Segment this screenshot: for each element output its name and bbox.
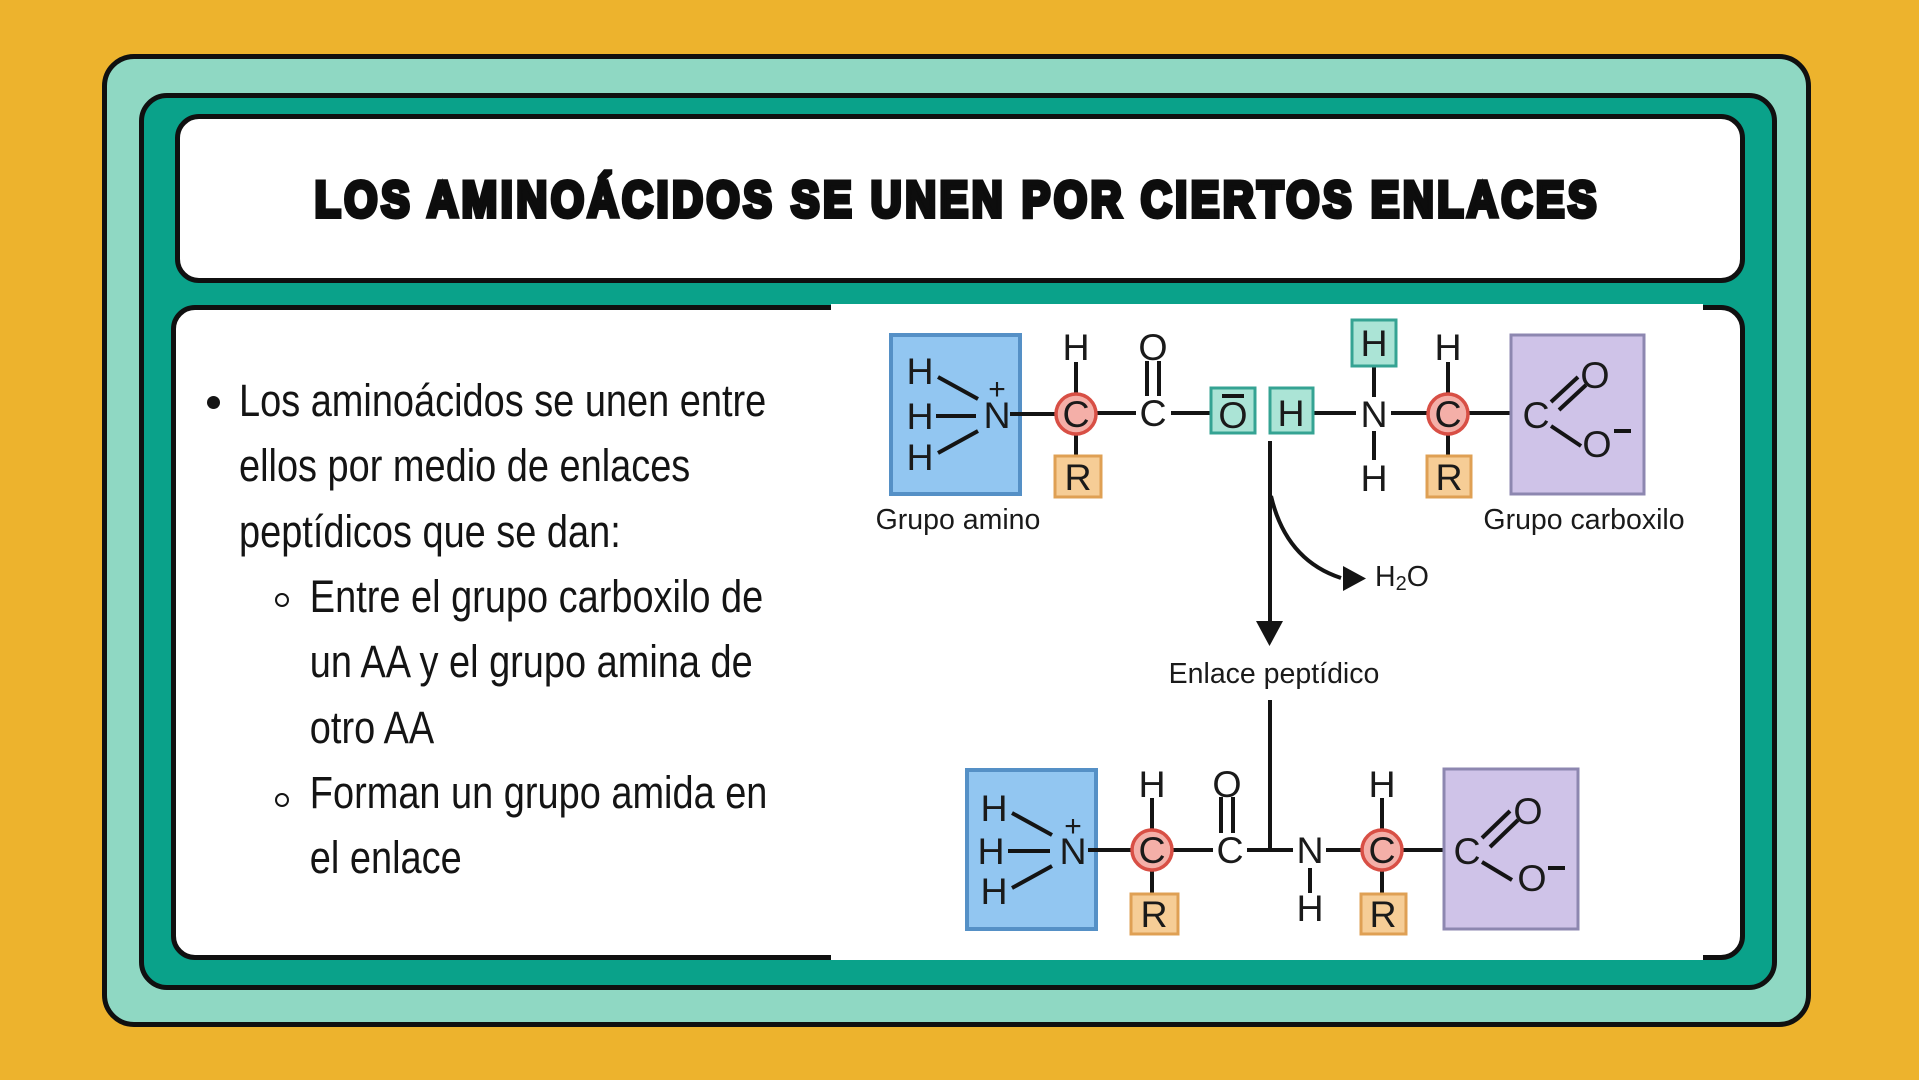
svg-text:C: C [1062,393,1089,435]
svg-text:R: R [1369,893,1396,935]
svg-text:H: H [906,395,933,437]
svg-text:O: O [1513,790,1542,832]
svg-text:H: H [1138,763,1165,805]
svg-text:O: O [1580,354,1609,396]
svg-text:+: + [1064,810,1082,843]
svg-text:R: R [1435,456,1462,498]
svg-text:H: H [906,436,933,478]
svg-text:C: C [1522,394,1549,436]
svg-text:N: N [1059,830,1086,872]
svg-text:H: H [1296,887,1323,929]
svg-text:C: C [1453,830,1480,872]
svg-text:H: H [1368,763,1395,805]
svg-text:O: O [1212,763,1241,805]
svg-text:H2O: H2O [1375,561,1429,595]
svg-text:H: H [980,787,1007,829]
svg-text:O: O [1582,423,1611,465]
svg-text:N: N [1360,393,1387,435]
svg-text:R: R [1140,893,1167,935]
svg-text:C: C [1138,829,1165,871]
svg-text:H: H [977,830,1004,872]
svg-text:H: H [1062,326,1089,368]
svg-text:N: N [983,394,1010,436]
svg-text:H: H [980,870,1007,912]
svg-text:C: C [1216,829,1243,871]
svg-text:N: N [1296,829,1323,871]
svg-text:H: H [1434,326,1461,368]
svg-text:C: C [1139,392,1166,434]
svg-text:Grupo amino: Grupo amino [876,504,1041,536]
svg-text:O: O [1138,326,1167,368]
svg-text:H: H [1277,392,1304,434]
svg-text:+: + [988,373,1006,406]
svg-text:Grupo carboxilo: Grupo carboxilo [1483,504,1684,536]
svg-text:H: H [1360,457,1387,499]
svg-text:C: C [1368,829,1395,871]
svg-text:H: H [906,350,933,392]
svg-text:Enlace peptídico: Enlace peptídico [1169,658,1380,690]
svg-text:H: H [1360,322,1387,364]
svg-text:O: O [1218,394,1247,436]
svg-text:C: C [1434,393,1461,435]
svg-text:R: R [1064,456,1091,498]
svg-text:O: O [1517,857,1546,899]
